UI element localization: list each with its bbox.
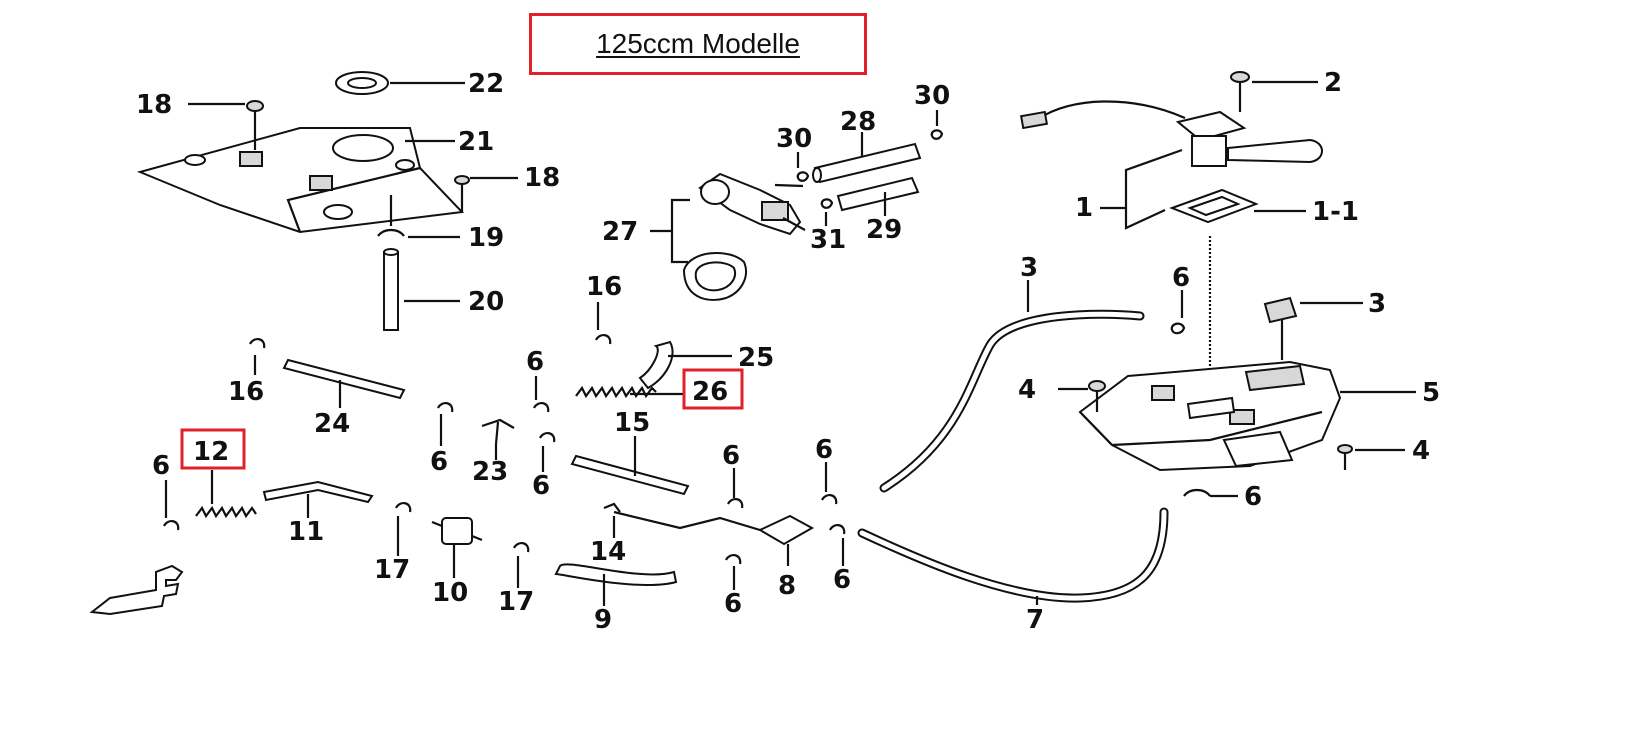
label-6: 6 [430,447,448,477]
label-4: 4 [1018,375,1036,405]
label-3: 3 [1020,253,1038,283]
pin-part [383,248,399,331]
label-20: 20 [468,287,504,317]
label-6: 6 [722,441,740,471]
label-6: 6 [815,435,833,465]
label-25: 25 [738,343,774,373]
spring-part [195,340,674,519]
part-labels: 18 22 21 18 19 20 30 28 30 27 29 31 2 1 … [136,68,1440,635]
label-1: 1 [1075,193,1093,223]
label-24: 24 [314,409,350,439]
tube-part [812,142,922,212]
front-direction-arrow-icon [89,564,184,616]
label-6: 6 [724,589,742,619]
label-6: 6 [526,347,544,377]
screw-part [246,100,470,212]
label-29: 29 [866,215,902,245]
label-16: 16 [228,377,264,407]
label-17: 17 [374,555,410,585]
label-8: 8 [778,571,796,601]
label-15: 15 [614,408,650,438]
label-6: 6 [833,565,851,595]
label-6: 6 [1172,263,1190,293]
label-3: 3 [1368,289,1386,319]
diagram-title: 125ccm Modelle [596,28,800,59]
label-17: 17 [498,587,534,617]
label-11: 11 [288,517,324,547]
label-6: 6 [152,451,170,481]
label-18: 18 [136,90,172,120]
clip-part [163,334,846,565]
highlight-box-12 [180,428,246,470]
label-14: 14 [590,537,626,567]
highlight-box-26 [682,368,744,410]
mounting-plate-part [136,127,465,234]
label-10: 10 [432,578,468,608]
gasket-ring-part [682,251,747,301]
label-30: 30 [776,124,812,154]
label-5: 5 [1422,378,1440,408]
label-19: 19 [468,223,504,253]
label-4: 4 [1412,436,1430,466]
label-28: 28 [840,107,876,137]
label-6: 6 [1244,482,1262,512]
label-12: 12 [193,437,229,467]
tank-cap-part [1263,296,1298,360]
label-21: 21 [458,127,494,157]
label-27: 27 [602,217,638,247]
fuel-sender-part [1019,71,1323,224]
label-1-1: 1-1 [1312,197,1359,227]
label-31: 31 [810,225,846,255]
fuel-filter-part [431,517,483,545]
label-9: 9 [594,605,612,635]
label-7: 7 [1026,605,1044,635]
fuel-valve-part [613,510,815,566]
seal-ring-part [335,71,389,95]
intake-manifold-part [698,172,806,236]
title-box: 125ccm Modelle [529,13,867,75]
label-22: 22 [468,69,504,99]
label-26: 26 [692,377,728,407]
fuel-tank-part [1078,360,1342,472]
label-18: 18 [524,163,560,193]
label-23: 23 [472,457,508,487]
hose-part [262,358,690,586]
label-16: 16 [586,272,622,302]
label-30: 30 [914,81,950,111]
label-2: 2 [1324,68,1342,98]
label-6: 6 [532,471,550,501]
